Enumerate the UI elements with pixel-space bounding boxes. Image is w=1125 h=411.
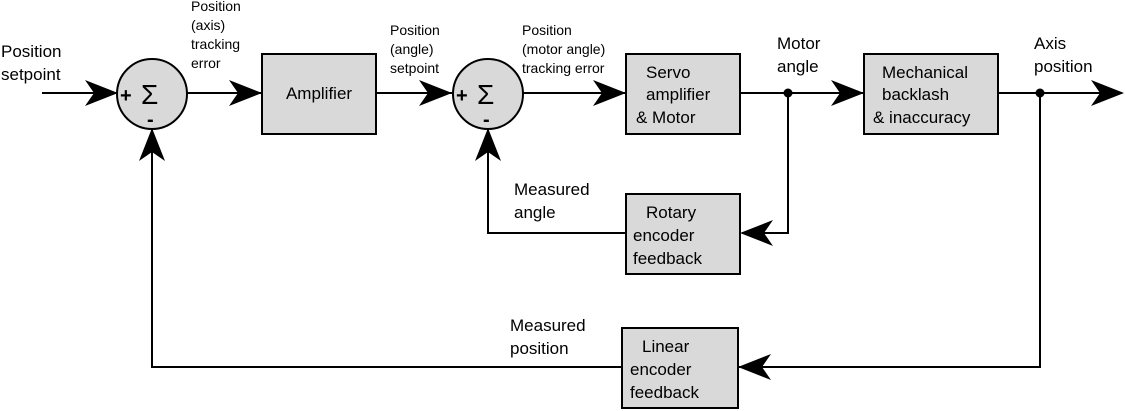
block-servo-label: Servo amplifier & Motor — [636, 63, 715, 127]
arrow-into-sum2 — [419, 80, 452, 106]
minus-sign: - — [483, 109, 490, 131]
block-amplifier-label: Amplifier — [286, 84, 352, 103]
sigma-symbol: Σ — [141, 79, 158, 110]
arrow-into-rotary-encoder — [740, 220, 773, 246]
line-inner-feedback-to-encoder — [742, 93, 789, 234]
line-outer-feedback-to-encoder — [738, 93, 1041, 368]
label-position-setpoint: Position setpoint — [1, 42, 66, 84]
minus-sign: - — [147, 109, 154, 131]
block-rotary-encoder-feedback: Rotary encoder feedback — [625, 193, 741, 275]
label-measured-angle: Measured angle — [514, 180, 594, 222]
plus-sign: + — [120, 85, 132, 107]
plus-sign: + — [456, 85, 468, 107]
label-angle-setpoint: Position (angle) setpoint — [390, 22, 444, 76]
arrow-into-sum1-feedback — [139, 128, 165, 161]
summing-junction-inner: + Σ - — [452, 58, 524, 131]
arrow-into-sum1 — [85, 80, 118, 106]
block-linear-encoder-label: Linear encoder feedback — [630, 337, 699, 402]
line-inner-feedback-to-sum2 — [487, 130, 626, 234]
arrow-into-linear-encoder — [738, 354, 771, 380]
label-motor-angle: Motor angle — [777, 34, 825, 76]
block-servo-amplifier-motor: Servo amplifier & Motor — [625, 53, 741, 135]
block-mechanical-label: Mechanical backlash & inaccuracy — [873, 63, 973, 127]
branch-point-motor-angle — [783, 88, 793, 98]
label-axis-position: Axis position — [1034, 34, 1093, 76]
branch-point-axis-position — [1035, 88, 1045, 98]
arrow-into-sum2-feedback — [475, 128, 501, 161]
arrow-axis-position-out — [1091, 80, 1124, 106]
summing-junction-outer: + Σ - — [116, 58, 188, 131]
arrow-into-servo — [593, 80, 626, 106]
block-linear-encoder-feedback: Linear encoder feedback — [621, 327, 739, 409]
block-rotary-encoder-label: Rotary encoder feedback — [633, 203, 702, 268]
block-amplifier: Amplifier — [261, 53, 377, 135]
arrowheads — [85, 80, 1124, 380]
arrow-into-amplifier — [229, 80, 262, 106]
label-measured-position: Measured position — [510, 316, 590, 358]
signal-lines — [42, 92, 1122, 368]
label-axis-tracking-error: Position (axis) tracking error — [191, 0, 245, 71]
block-mechanical-backlash: Mechanical backlash & inaccuracy — [863, 53, 999, 135]
arrow-into-mechanical — [831, 80, 864, 106]
line-outer-feedback-to-sum1 — [151, 130, 622, 368]
sigma-symbol: Σ — [477, 79, 494, 110]
label-motor-tracking-error: Position (motor angle) tracking error — [522, 22, 609, 76]
